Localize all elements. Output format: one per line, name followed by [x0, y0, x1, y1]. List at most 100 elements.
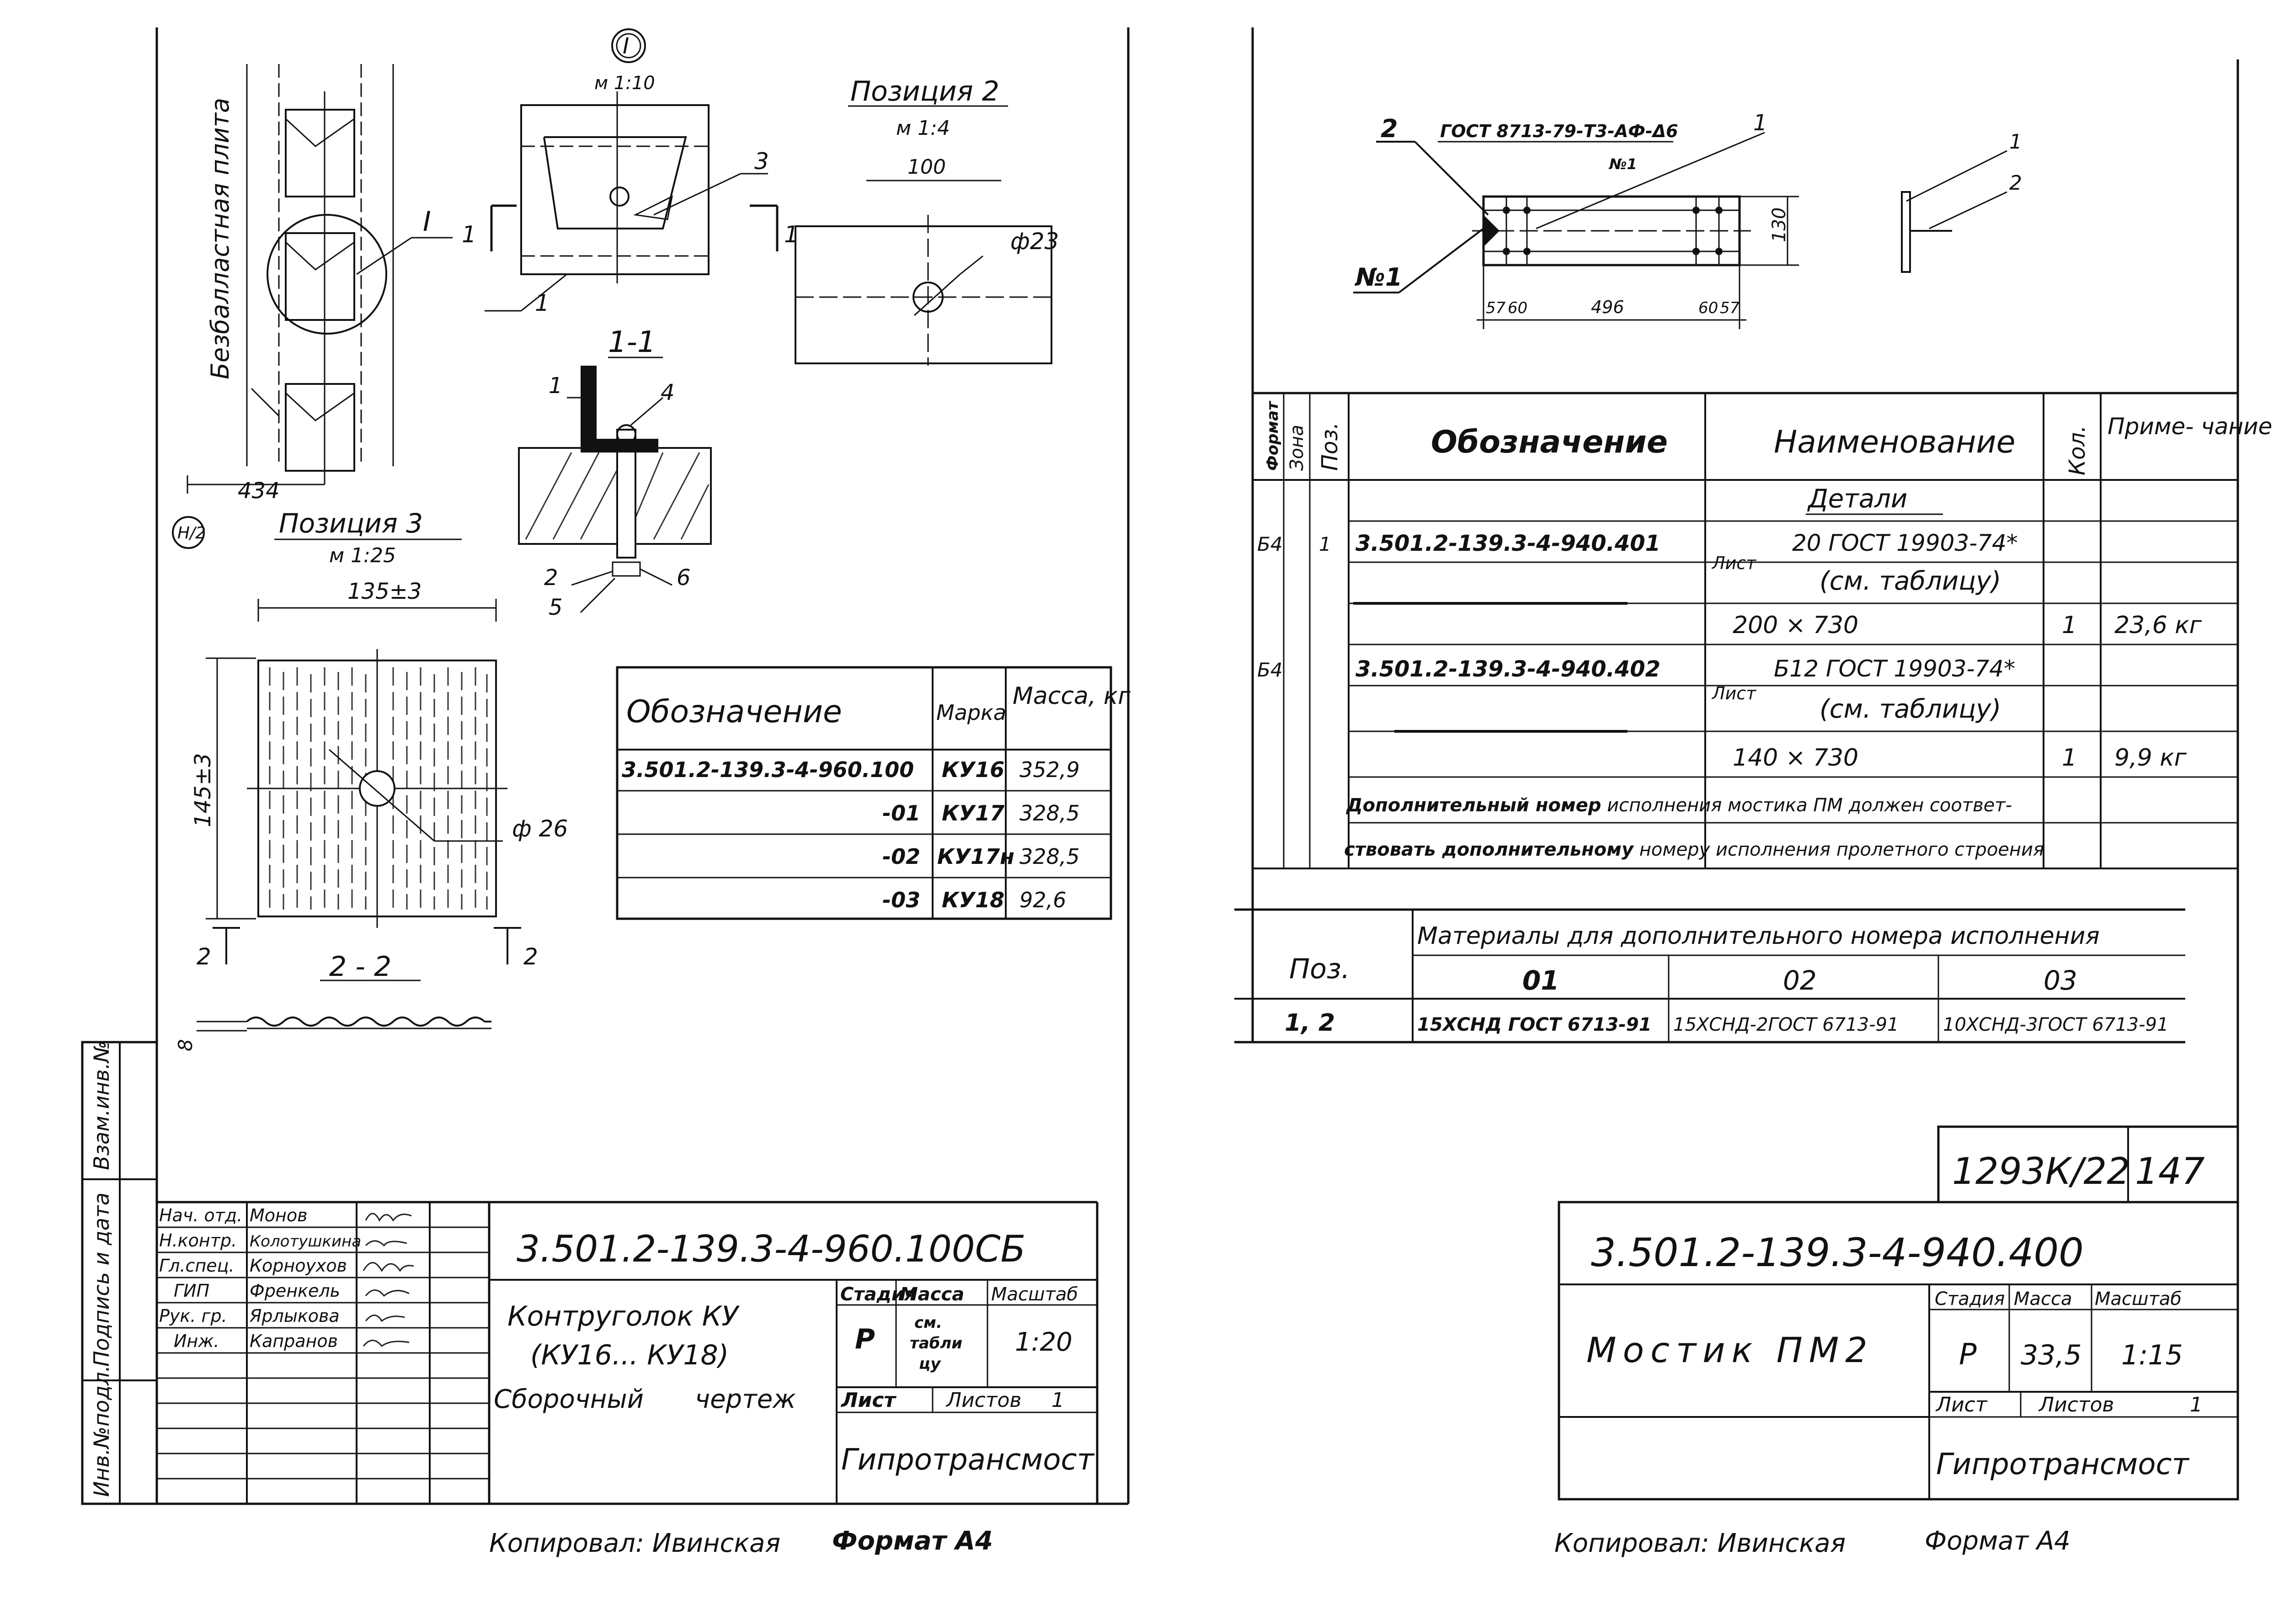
spec-header-mark: Марка: [936, 700, 1006, 725]
mat-col-01: 01: [1522, 965, 1559, 996]
dim-57b: 57: [1720, 299, 1740, 317]
sidebar-label-replace: Взам.инв.№: [89, 1041, 114, 1170]
ref-h2: Н/2: [177, 524, 206, 543]
row1-list: Лист: [1711, 553, 1757, 573]
row1-note: 23,6 кг: [2114, 612, 2202, 639]
hdr-qty: Кол.: [2065, 426, 2090, 475]
hdr-pos: Поз.: [1317, 422, 1343, 471]
spec-row-3-designation: -02: [882, 844, 920, 869]
dim-496: 496: [1591, 297, 1624, 317]
r-stamp-sheets-label: Листов: [2038, 1393, 2114, 1416]
label-slab: Безбалластная плита: [206, 98, 235, 379]
stamp-role-3: Гл.спец.: [159, 1256, 235, 1276]
note-line-2-rest: номеру исполнения пролетного строения: [1633, 839, 2044, 860]
callout-no1b: №1: [1608, 155, 1637, 173]
stamp-name-6: Капранов: [250, 1331, 338, 1351]
r-stamp-sheet-label: Лист: [1935, 1393, 1988, 1416]
left-sheet: Взам.инв.№ Подпись и дата Инв.№подл. I 4…: [81, 27, 1131, 1558]
row1-size: 200 × 730: [1733, 612, 1858, 639]
stamp-name-2: Колотушкина: [250, 1232, 361, 1251]
stamp-subtitle-a: Сборочный: [494, 1384, 644, 1414]
row1-qty: 1: [2062, 612, 2077, 639]
r-stamp-scale: 1:15: [2121, 1339, 2183, 1371]
stamp-sheets-value: 1: [1051, 1389, 1064, 1412]
left-format: Формат А4: [832, 1526, 993, 1556]
stamp-role-2: Н.контр.: [159, 1230, 237, 1251]
row1-name2: (см. таблицу): [1820, 566, 2001, 596]
top-circle-label: I: [623, 33, 629, 59]
dim-57a: 57: [1486, 299, 1506, 317]
spec-header-designation: Обозначение: [626, 694, 842, 730]
stamp-role-4: ГИП: [174, 1281, 209, 1301]
section-11-title: 1-1: [608, 325, 656, 359]
dim-8: 8: [174, 1039, 197, 1051]
stamp-title-1: Контруголок КУ: [507, 1300, 740, 1332]
callout-1: 1: [1753, 110, 1767, 136]
spec-row-4-mass: 92,6: [1019, 888, 1066, 912]
left-sidebar: Взам.инв.№ Подпись и дата Инв.№подл.: [81, 1041, 158, 1505]
pos2-title: Позиция 2: [850, 75, 999, 107]
stamp-col-stage: Стадия: [840, 1284, 916, 1305]
bridge-plate-drawing: 2 ГОСТ 8713-79-Т3-АФ-Δ6 №1 №1 1: [1353, 110, 2022, 329]
row2-name2: (см. таблицу): [1820, 694, 2001, 724]
dim-60a: 60: [1508, 299, 1527, 317]
phi26: ф 26: [512, 815, 568, 842]
stamp-title-2: (КУ16... КУ18): [530, 1339, 729, 1371]
spec-row-4-mark: КУ18: [942, 888, 1004, 912]
r-stamp-mass: 33,5: [2021, 1339, 2082, 1371]
gost-label: ГОСТ 8713-79-Т3-АФ-Δ6: [1440, 121, 1678, 141]
note-line-1: Дополнительный номер исполнения мостика …: [1345, 795, 2012, 816]
stamp-col-scale: Масштаб: [991, 1284, 1078, 1305]
doc-number: 1293К/22: [1952, 1150, 2130, 1193]
stamp-mass-1: см.: [914, 1314, 942, 1332]
sidebar-label-signature: Подпись и дата: [89, 1193, 114, 1367]
stamp-mass-2: табли: [910, 1334, 962, 1352]
pos3-scale: м 1:25: [329, 544, 396, 567]
sidebar-label-inventory: Инв.№подл.: [89, 1365, 114, 1497]
stamp-name-4: Френкель: [250, 1281, 340, 1301]
right-copied: Копировал: Ивинская: [1554, 1528, 1846, 1558]
spec-row-3-mark: КУ17н: [937, 844, 1014, 869]
sec2-marker-b: 2: [523, 943, 538, 970]
stamp-name-5: Ярлыкова: [249, 1306, 340, 1326]
row2-qty: 1: [2062, 744, 2077, 772]
callout-no1: №1: [1355, 263, 1403, 292]
row2-size: 140 × 730: [1733, 744, 1858, 772]
right-stamp-code: 3.501.2-139.3-4-940.400: [1591, 1230, 2084, 1276]
r-stamp-title: Мостик ПМ2: [1586, 1330, 1874, 1370]
right-title-block: 3.501.2-139.3-4-940.400 Стадия Масса Мас…: [1558, 1201, 2239, 1501]
side-callout-2: 2: [2009, 171, 2022, 195]
callout-3: 3: [754, 148, 769, 175]
stamp-name-3: Корноухов: [250, 1256, 347, 1276]
spec-row-4-designation: -03: [882, 888, 920, 912]
r-stamp-org: Гипротрансмост: [1936, 1448, 2190, 1481]
materials-table: Поз. Материалы для дополнительного номер…: [1234, 908, 2185, 1044]
left-copied: Копировал: Ивинская: [489, 1528, 780, 1558]
section-marker-1-left: 1 1: [462, 204, 799, 251]
phi23: ф23: [1010, 228, 1059, 255]
r-stamp-col-scale: Масштаб: [2095, 1289, 2182, 1310]
stamp-name-1: Монов: [250, 1205, 308, 1225]
note-line-2-bold: ствовать дополнительному: [1344, 839, 1634, 860]
stamp-col-mass: Масса: [900, 1284, 964, 1305]
note-line-1-bold: Дополнительный номер: [1345, 795, 1601, 816]
row2-designation: 3.501.2-139.3-4-940.402: [1355, 656, 1660, 682]
stamp-sheet-label: Лист: [840, 1389, 897, 1412]
mat-title: Материалы для дополнительного номера исп…: [1417, 922, 2100, 950]
r-stamp-col-stage: Стадия: [1935, 1289, 2005, 1310]
pos3-title: Позиция 3: [279, 508, 423, 539]
detail-I-label: I: [423, 206, 431, 238]
side-callout-1: 1: [2009, 130, 2022, 154]
dim-145: 145±3: [190, 753, 216, 827]
row1-format: Б4: [1257, 533, 1283, 555]
section-22: 2 - 2: [329, 951, 391, 983]
r-stamp-stage: Р: [1959, 1338, 1977, 1372]
position-3: Позиция 3 м 1:25 135±3 145±3: [174, 508, 568, 1051]
row1-name1: 20 ГОСТ 19903-74*: [1792, 530, 2018, 556]
s11-callout-5: 5: [549, 595, 563, 620]
spec-row-3-mass: 328,5: [1019, 844, 1080, 869]
section-details: Детали: [1807, 484, 1907, 514]
dim-60b: 60: [1698, 299, 1718, 317]
spec-row-1-mark: КУ16: [942, 757, 1004, 782]
stamp-stage: Р: [855, 1323, 875, 1355]
